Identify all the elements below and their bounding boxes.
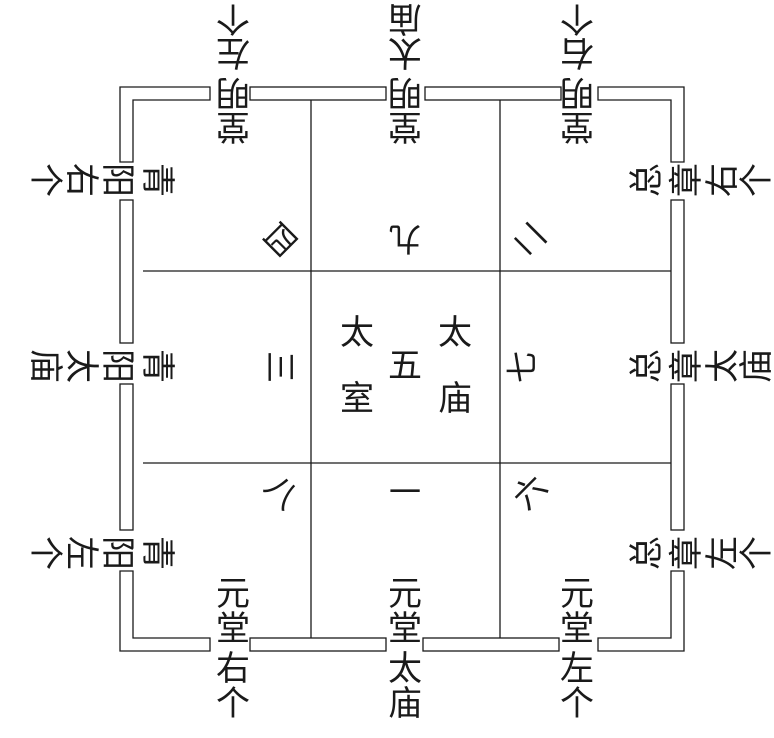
- hall-right-center-char-3: 太: [703, 349, 743, 383]
- hall-top-right-char-3: 右: [560, 32, 594, 72]
- hall-left-center-char-3: 太: [61, 349, 101, 383]
- top-bar-right: [424, 86, 562, 101]
- number-northeast: 二: [505, 214, 555, 264]
- corner-bottom-left: [119, 570, 211, 652]
- hall-top-left-char-3: 左: [216, 32, 250, 72]
- hall-bottom-right-char-2: 堂: [560, 609, 594, 649]
- hall-top-right-char-4: 个: [560, 0, 594, 38]
- corner-brackets: [119, 86, 685, 652]
- hall-bottom-center-char-4: 庙: [388, 684, 422, 724]
- nine-palace-grid: [143, 100, 671, 640]
- right-bottom-hall: 总 章 左 个: [627, 536, 774, 570]
- left-halls: 青 阳 右 个 青 阳 太 庙 青 阳 左 个: [25, 163, 177, 570]
- hall-top-left-char-4: 个: [216, 0, 250, 38]
- hall-bottom-center-char-1: 元: [388, 574, 422, 614]
- hall-bottom-left-char-2: 堂: [216, 609, 250, 649]
- hall-top-left-char-1: 明: [216, 72, 250, 112]
- corner-bottom-right: [597, 570, 685, 652]
- hall-right-center-char-4: 庙: [737, 349, 774, 383]
- left-center-hall: 青 阳 太 庙: [25, 349, 177, 383]
- hall-top-right-char-1: 明: [560, 72, 594, 112]
- hall-right-top-char-2: 章: [667, 163, 707, 197]
- hall-left-bottom-char-3: 左: [61, 536, 101, 570]
- left-top-hall: 青 阳 右 个: [25, 163, 177, 197]
- bottom-bar-right: [422, 637, 560, 652]
- hall-right-center-char-1: 总: [627, 349, 667, 383]
- hall-left-top-char-2: 阳: [97, 163, 137, 197]
- hall-top-center-char-1: 明: [388, 72, 422, 112]
- number-north: 九: [389, 220, 421, 258]
- number-west: 三: [261, 351, 299, 383]
- bottom-halls: 元 堂 右 个 元 堂 太 庙 元 堂 左 个: [216, 574, 594, 724]
- bottom-bar-left: [249, 637, 387, 652]
- number-east: 七: [503, 351, 541, 383]
- corner-top-right: [597, 86, 685, 163]
- hall-bottom-right-char-1: 元: [560, 574, 594, 614]
- hall-top-center-char-2: 堂: [388, 106, 422, 146]
- left-bar-bottom: [119, 383, 134, 531]
- hall-top-right-char-2: 堂: [560, 106, 594, 146]
- number-south: 一: [389, 473, 421, 511]
- hall-right-top-char-1: 总: [627, 163, 667, 197]
- number-northwest: 四: [255, 214, 305, 264]
- top-bar-left: [249, 86, 387, 101]
- bottom-wall: [249, 637, 560, 652]
- hall-left-center-char-1: 青: [137, 349, 177, 383]
- hall-right-top-char-4: 个: [737, 163, 774, 197]
- hall-bottom-left-char-3: 右: [216, 649, 250, 689]
- hall-left-center-char-2: 阳: [97, 349, 137, 383]
- top-center-hall: 明 堂 太 庙: [388, 0, 422, 146]
- hall-top-center-char-4: 庙: [388, 0, 422, 38]
- top-wall: [249, 86, 562, 101]
- hall-bottom-right-char-3: 左: [560, 649, 594, 689]
- center-left-char-1: 太: [340, 313, 374, 353]
- top-halls: 明 堂 左 个 明 堂 太 庙 明 堂 右 个: [216, 0, 594, 146]
- hall-right-top-char-3: 右: [703, 163, 743, 197]
- left-bar-top: [119, 199, 134, 344]
- top-right-hall: 明 堂 右 个: [560, 0, 594, 146]
- hall-right-bottom-char-2: 章: [667, 536, 707, 570]
- right-halls: 总 章 右 个 总 章 太 庙 总 章 左 个: [627, 163, 774, 570]
- left-wall: [119, 199, 134, 531]
- number-southeast: 六: [505, 467, 555, 517]
- hall-right-bottom-char-3: 左: [703, 536, 743, 570]
- left-bottom-hall: 青 阳 左 个: [25, 536, 177, 570]
- number-southwest: 八: [257, 467, 307, 517]
- hall-left-top-char-3: 右: [61, 163, 101, 197]
- top-left-hall: 明 堂 左 个: [216, 0, 250, 146]
- right-center-hall: 总 章 太 庙: [627, 349, 774, 383]
- hall-bottom-left-char-4: 个: [216, 684, 250, 724]
- hall-bottom-center-char-2: 堂: [388, 609, 422, 649]
- center-right-char-2: 庙: [438, 379, 472, 419]
- corner-top-left: [119, 86, 211, 163]
- hall-right-bottom-char-4: 个: [737, 536, 774, 570]
- hall-right-bottom-char-1: 总: [627, 536, 667, 570]
- hall-left-bottom-char-4: 个: [25, 536, 65, 570]
- right-wall: [670, 199, 685, 531]
- hall-left-top-char-4: 个: [25, 163, 65, 197]
- hall-left-top-char-1: 青: [137, 163, 177, 197]
- center-right-char-1: 太: [438, 313, 472, 353]
- hall-top-center-char-3: 太: [388, 32, 422, 72]
- center-palace: 太 室 五 太 庙: [340, 313, 472, 419]
- center-left-char-2: 室: [340, 379, 374, 419]
- hall-left-center-char-4: 庙: [25, 349, 65, 383]
- hall-bottom-right-char-4: 个: [560, 684, 594, 724]
- center-number: 五: [388, 346, 422, 386]
- hall-left-bottom-char-2: 阳: [97, 536, 137, 570]
- hall-top-left-char-2: 堂: [216, 106, 250, 146]
- hall-bottom-center-char-3: 太: [388, 649, 422, 689]
- right-bar-bottom: [670, 383, 685, 531]
- right-top-hall: 总 章 右 个: [627, 163, 774, 197]
- hall-bottom-left-char-1: 元: [216, 574, 250, 614]
- right-bar-top: [670, 199, 685, 344]
- hall-left-bottom-char-1: 青: [137, 536, 177, 570]
- hall-right-center-char-2: 章: [667, 349, 707, 383]
